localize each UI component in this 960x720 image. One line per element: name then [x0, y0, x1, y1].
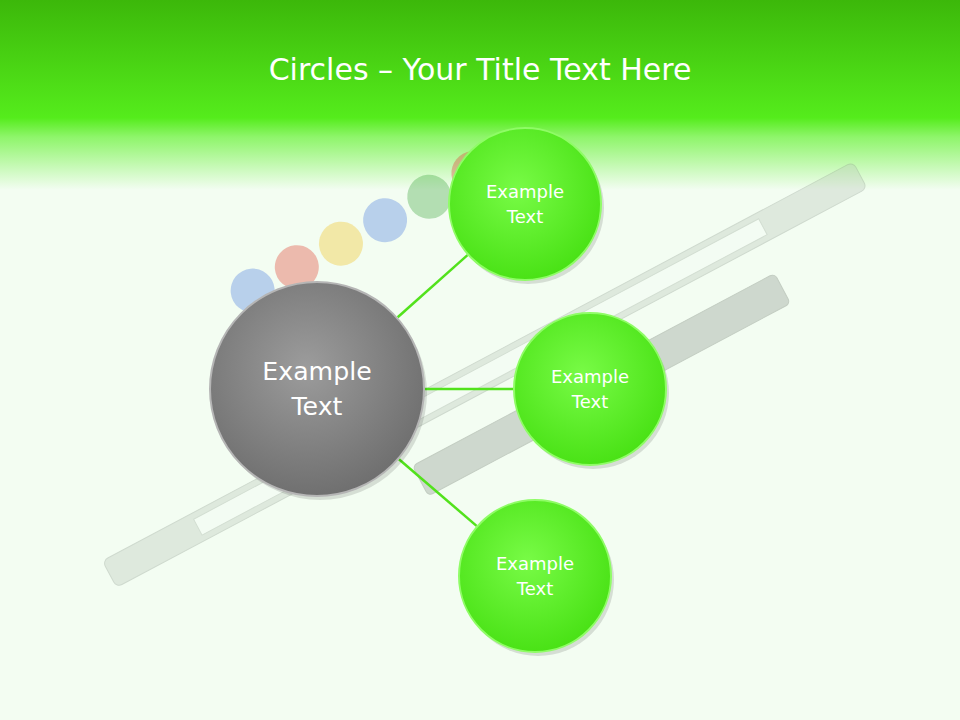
node-label: Example Text: [236, 354, 398, 425]
circle-fill: [210, 282, 424, 496]
circle-shape: [513, 312, 667, 466]
circle-fill: [459, 500, 611, 652]
text-holder: Example Text: [513, 312, 667, 466]
hub-circle: Example Text: [209, 281, 425, 497]
node-label: Example Text: [467, 179, 583, 229]
text-holder: Example Text: [209, 281, 425, 497]
circle-shape: [458, 499, 612, 653]
node-label: Example Text: [477, 551, 593, 601]
node-label: Example Text: [532, 364, 648, 414]
circle-fill: [449, 128, 601, 280]
slide-title: Circles – Your Title Text Here: [0, 52, 960, 87]
circle-fill: [514, 313, 666, 465]
satellite-circle: Example Text: [448, 127, 602, 281]
satellite-circle: Example Text: [513, 312, 667, 466]
circle-shape: [448, 127, 602, 281]
satellite-circle: Example Text: [458, 499, 612, 653]
text-holder: Example Text: [448, 127, 602, 281]
connector-line: [398, 255, 468, 317]
connector-line: [425, 388, 513, 391]
circle-shape: [209, 281, 425, 497]
connector-line: [399, 459, 477, 526]
text-holder: Example Text: [458, 499, 612, 653]
